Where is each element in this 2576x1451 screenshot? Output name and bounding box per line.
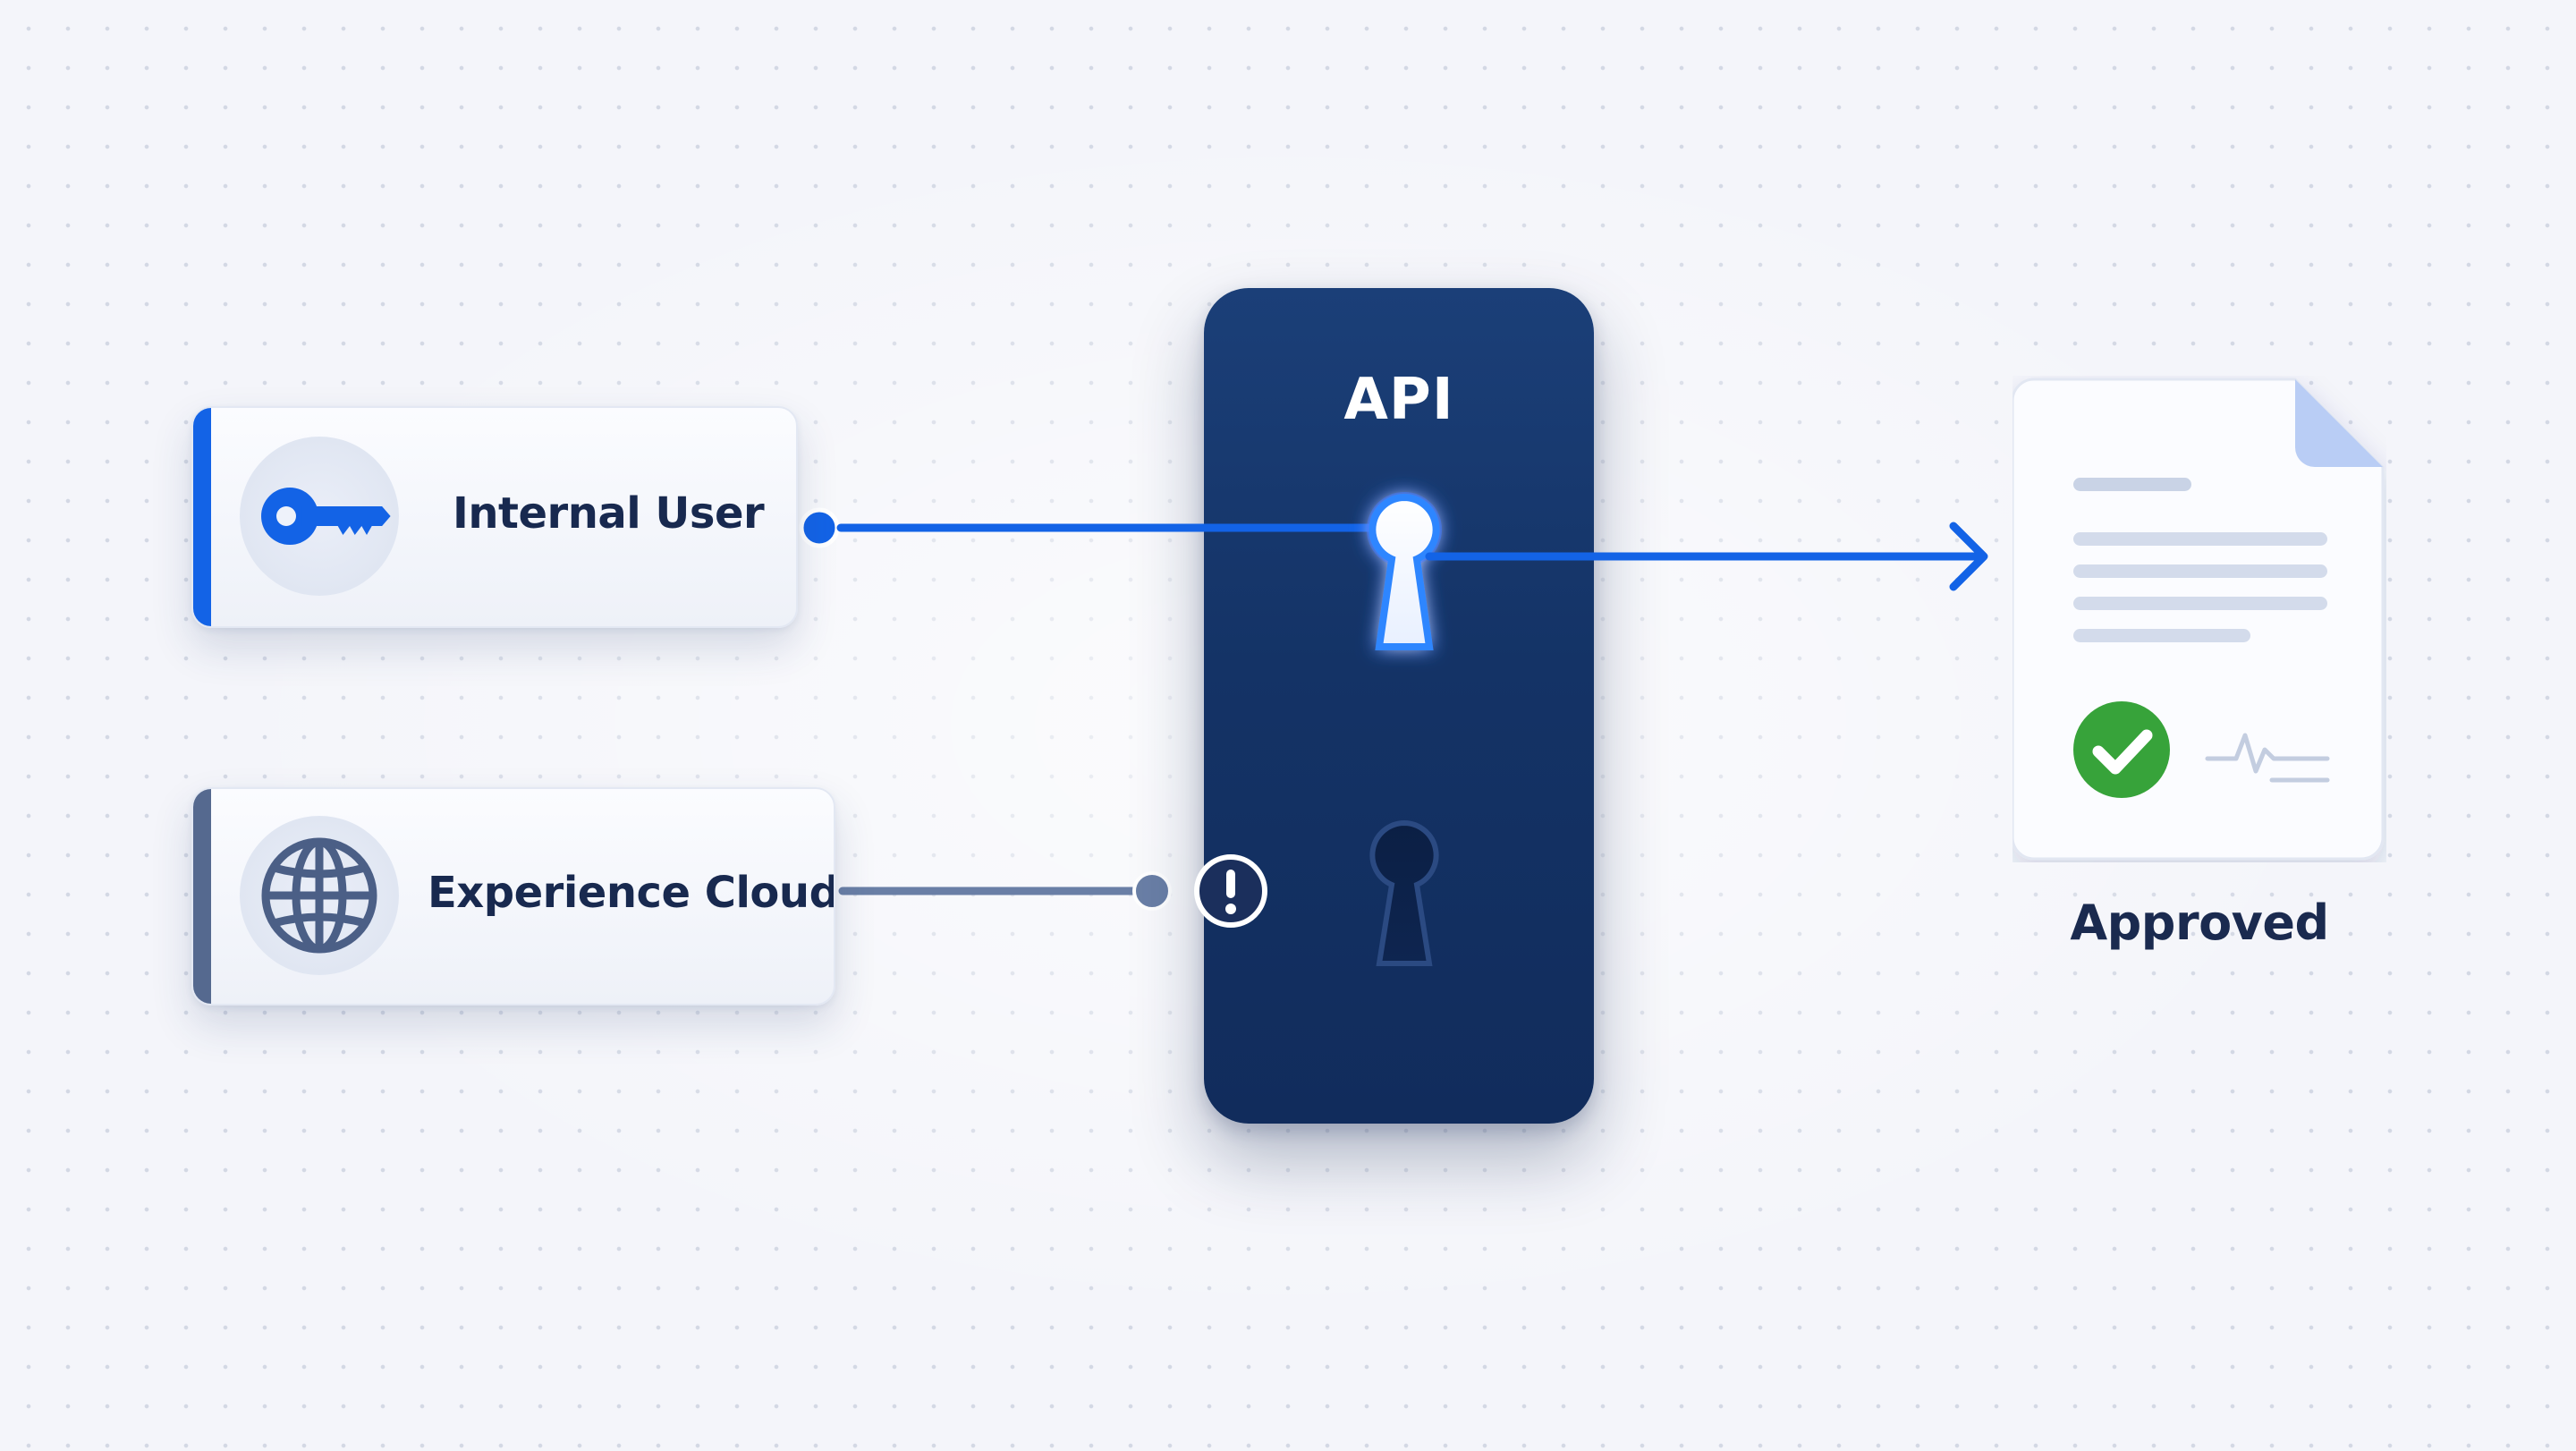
globe-icon	[261, 837, 377, 954]
signature-icon	[2205, 733, 2330, 783]
experience-cloud-icon-badge	[240, 816, 399, 975]
checkmark-icon	[2073, 701, 2170, 798]
experience-cloud-card: Experience Cloud	[191, 787, 835, 1006]
document-line	[2073, 532, 2327, 546]
internal-user-accent-bar	[193, 408, 211, 626]
document-line	[2073, 629, 2250, 642]
experience-cloud-label: Experience Cloud	[428, 868, 835, 918]
api-gate: API	[1204, 288, 1594, 1124]
api-title: API	[1343, 367, 1454, 433]
document-icon	[2011, 378, 2385, 861]
internal-user-card: Internal User	[191, 406, 798, 628]
locked-keyhole-icon	[1369, 819, 1439, 966]
experience-cloud-accent-bar	[193, 789, 211, 1004]
approved-label: Approved	[2070, 895, 2329, 951]
document-line	[2073, 597, 2327, 610]
alert-icon	[1194, 854, 1267, 928]
unlocked-keyhole-icon	[1367, 492, 1442, 650]
internal-user-label: Internal User	[453, 488, 765, 539]
blocked-connection-endpoint	[1132, 871, 1172, 911]
internal-user-icon-badge	[240, 437, 399, 596]
document-line	[2073, 564, 2327, 578]
arrow-head-icon	[1949, 522, 1988, 591]
key-icon	[261, 488, 391, 545]
document-line	[2073, 478, 2191, 491]
approved-document	[2011, 376, 2386, 862]
